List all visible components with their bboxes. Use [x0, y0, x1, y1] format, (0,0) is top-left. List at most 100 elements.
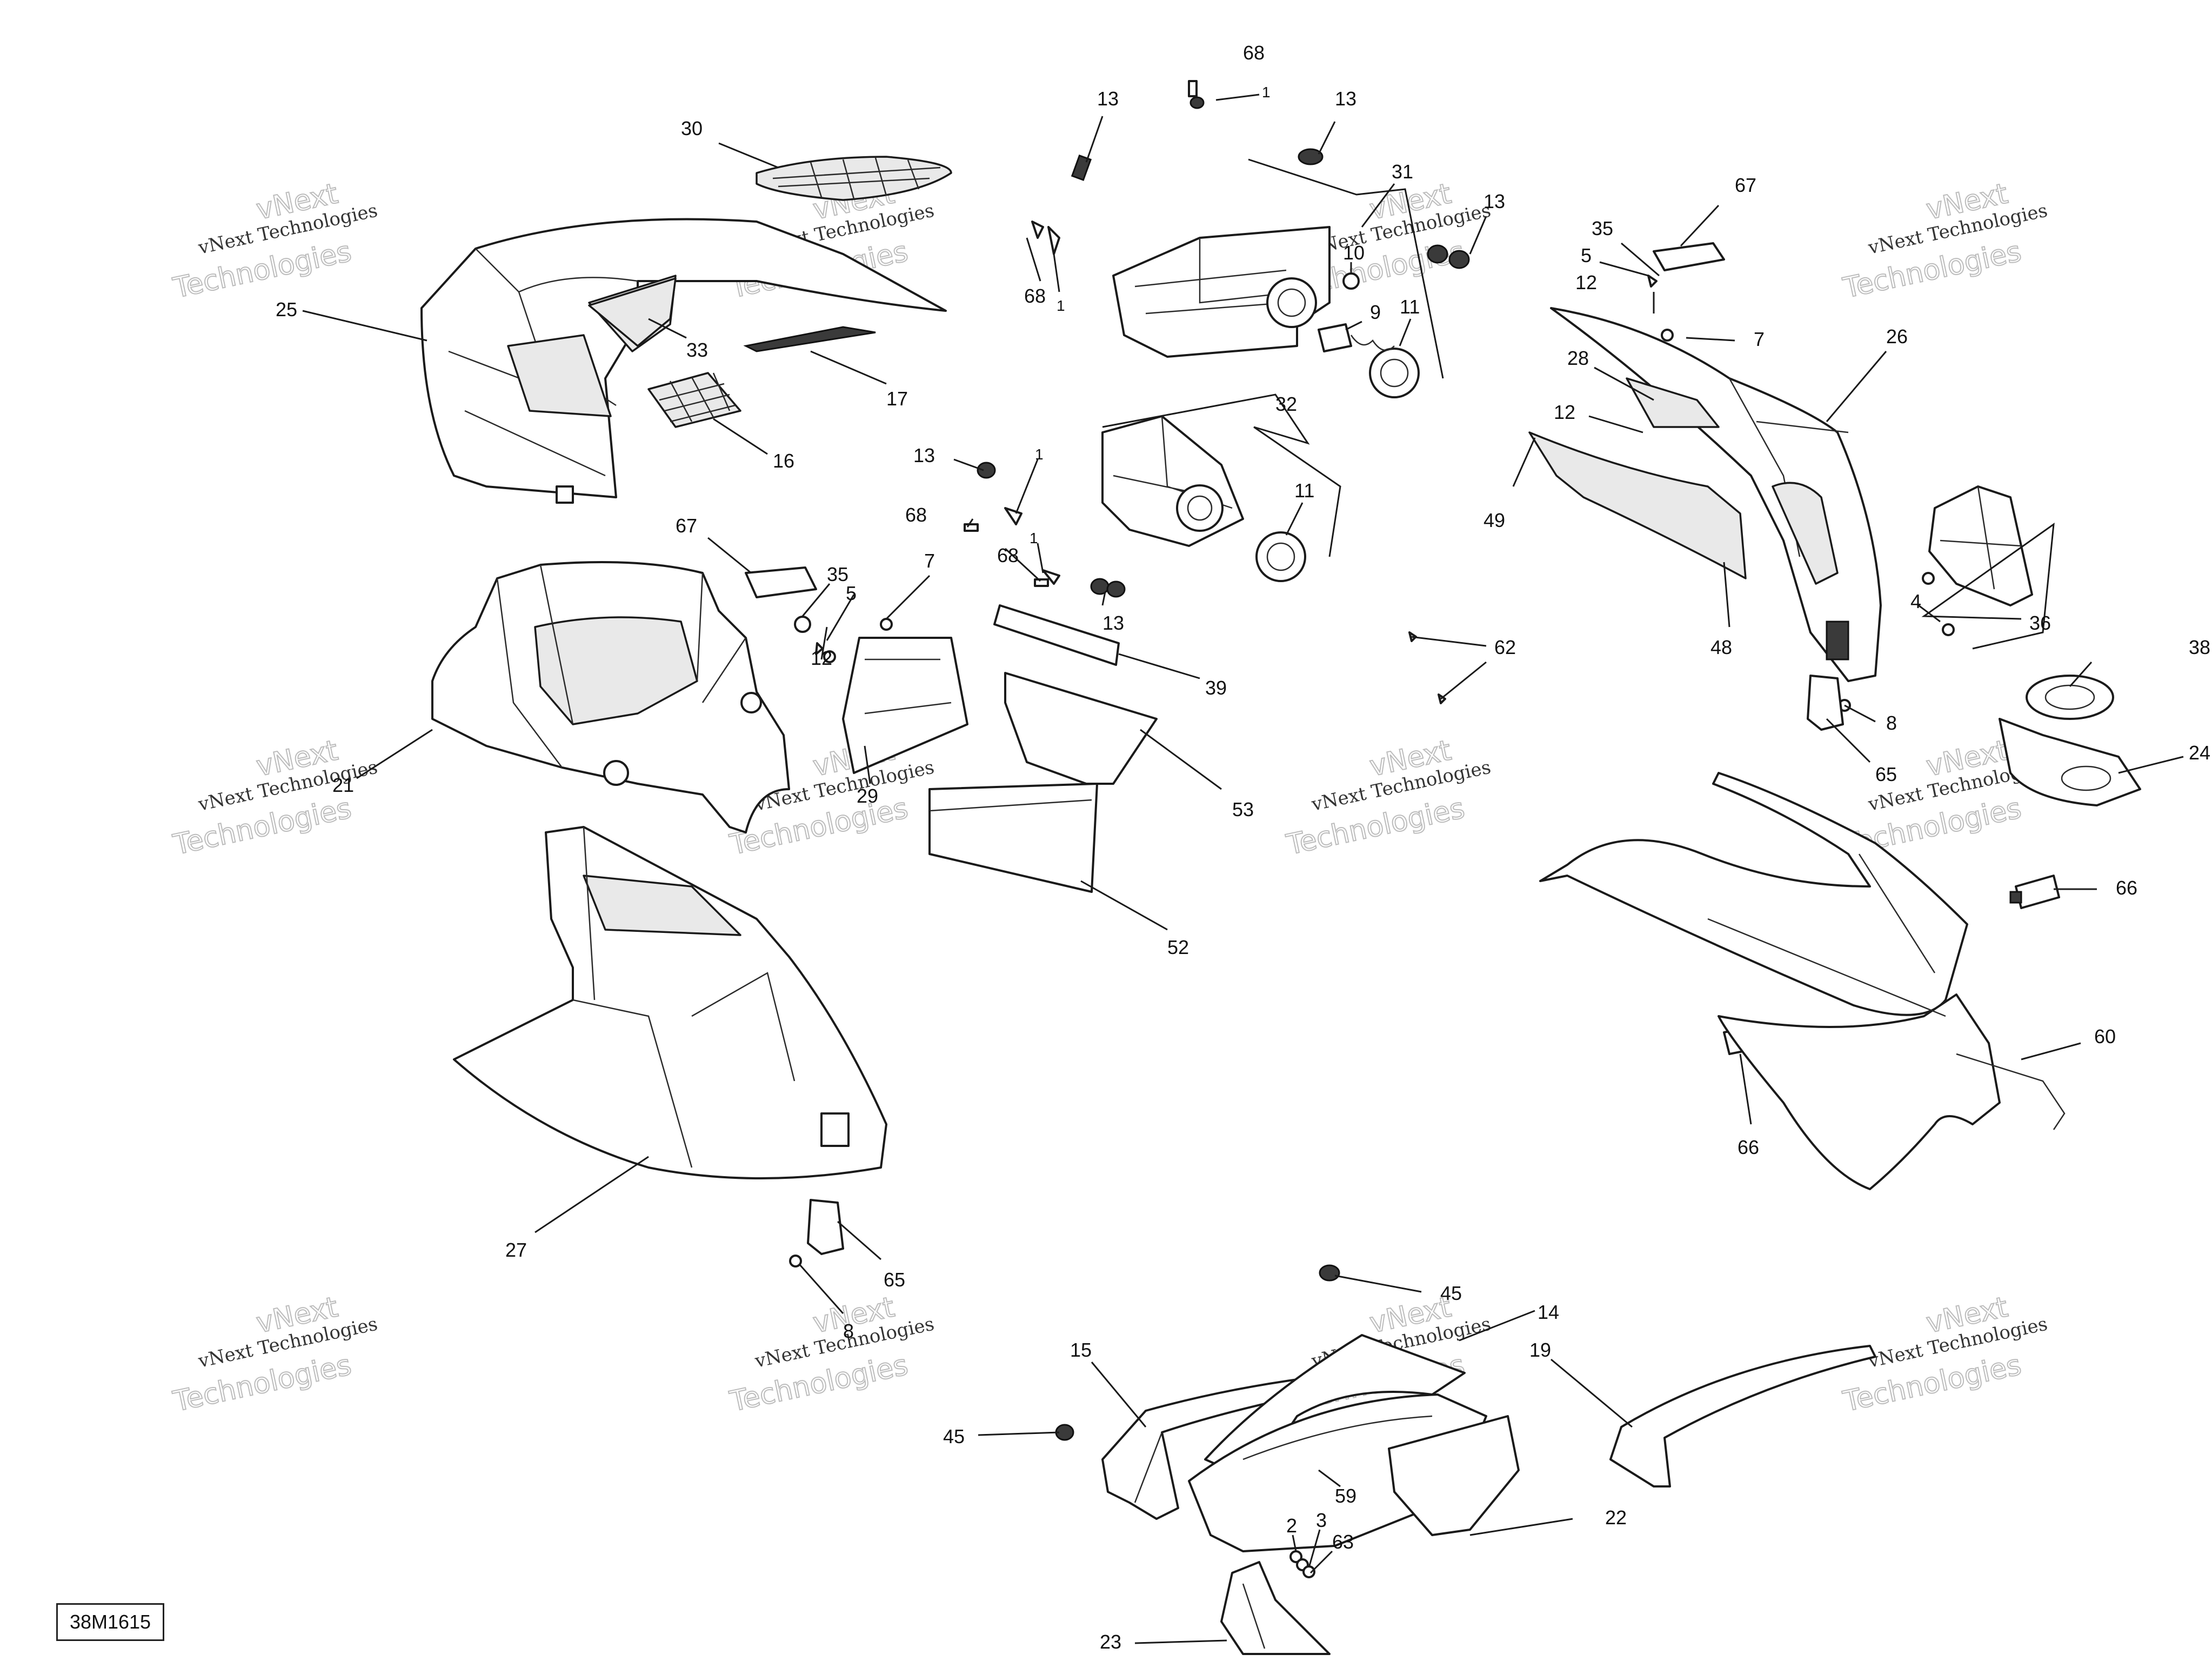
part-headlight-32 — [1101, 415, 1244, 547]
callout-16: 16 — [773, 450, 794, 472]
callout-67: 67 — [676, 515, 697, 537]
callout-13: 13 — [1335, 88, 1356, 110]
part-bumper-19 — [1609, 1345, 1876, 1487]
callout-8: 8 — [843, 1320, 854, 1342]
part-bulb-9 — [1318, 323, 1395, 352]
callout-59: 59 — [1335, 1485, 1356, 1507]
callout-35: 35 — [827, 563, 848, 585]
callout-1: 1 — [1035, 446, 1044, 463]
callout-1: 1 — [1057, 297, 1065, 314]
part-headlight-31 — [1112, 226, 1331, 358]
callout-15: 15 — [1070, 1339, 1092, 1361]
callout-38: 38 — [2189, 636, 2210, 658]
callout-29: 29 — [857, 785, 878, 807]
callout-35: 35 — [1592, 217, 1613, 239]
callout-36: 36 — [2029, 612, 2051, 634]
parts-layer — [420, 80, 2141, 1655]
callout-28: 28 — [1567, 347, 1589, 369]
callout-65: 65 — [1875, 763, 1897, 785]
callout-13: 13 — [1097, 88, 1119, 110]
callout-13: 13 — [1102, 612, 1124, 634]
watermark-4: vNext vNext Technologies Technologies — [1840, 177, 2049, 305]
callout-66: 66 — [1737, 1136, 1759, 1158]
part-ring-11b — [1255, 531, 1306, 582]
callout-66: 66 — [2116, 877, 2137, 899]
callout-1: 1 — [1262, 84, 1271, 101]
callout-5: 5 — [846, 582, 857, 604]
callout-68: 68 — [1024, 285, 1046, 307]
leader-lines — [302, 94, 2184, 1644]
callout-24: 24 — [2189, 742, 2210, 764]
part-mesh-16 — [647, 372, 741, 428]
part-strip-39 — [993, 604, 1120, 666]
callout-10: 10 — [1343, 242, 1365, 264]
callout-22: 22 — [1605, 1506, 1627, 1529]
part-panel-49 — [1528, 431, 1747, 579]
part-ring-11a — [1369, 348, 1420, 398]
part-latch-65a — [1807, 675, 1844, 731]
callout-23: 23 — [1100, 1631, 1121, 1653]
callout-9: 9 — [1370, 301, 1381, 323]
part-trim-33 — [588, 277, 677, 347]
part-console-21 — [431, 561, 790, 833]
part-skid-22 — [1388, 1415, 1520, 1536]
watermark-10: vNext vNext Technologies Technologies — [726, 1290, 936, 1419]
part-bracket-29 — [842, 637, 968, 774]
callout-2: 2 — [1286, 1515, 1297, 1537]
callout-48: 48 — [1710, 636, 1732, 658]
callout-49: 49 — [1483, 509, 1505, 531]
watermark-9: vNext vNext Technologies Technologies — [170, 1290, 379, 1419]
part-clip-66a — [2009, 875, 2060, 909]
callout-17: 17 — [886, 388, 908, 410]
part-bracket-24 — [1999, 718, 2141, 806]
callout-63: 63 — [1332, 1531, 1354, 1553]
callout-68: 68 — [1243, 42, 1265, 64]
callout-25: 25 — [276, 298, 297, 321]
part-bottom-pan-60 — [1539, 772, 2066, 1190]
part-hood-25 — [420, 218, 947, 504]
callout-27: 27 — [505, 1239, 527, 1261]
callout-3: 3 — [1316, 1509, 1327, 1531]
part-panel-53 — [1004, 672, 1158, 785]
watermark-1: vNext vNext Technologies Technologies — [170, 177, 379, 305]
callout-19: 19 — [1529, 1339, 1551, 1361]
part-latch-65b — [807, 1199, 844, 1255]
callout-12: 12 — [1575, 271, 1597, 293]
callout-65: 65 — [884, 1269, 905, 1291]
callout-45: 45 — [943, 1425, 965, 1447]
callout-13: 13 — [1483, 190, 1505, 212]
callout-13: 13 — [913, 444, 935, 466]
part-side-panel-27 — [453, 826, 887, 1179]
callout-4: 4 — [1910, 590, 1921, 612]
callout-67: 67 — [1735, 174, 1756, 196]
callout-32: 32 — [1275, 393, 1297, 415]
part-handle-67a — [1653, 242, 1725, 271]
part-fasteners — [789, 80, 1955, 1578]
callout-52: 52 — [1167, 936, 1189, 958]
callout-11: 11 — [1400, 296, 1420, 318]
part-vent-mesh-30 — [756, 156, 952, 201]
callout-53: 53 — [1232, 798, 1254, 821]
part-guard-23 — [1220, 1561, 1331, 1655]
part-handle-67b — [745, 566, 817, 598]
callout-45: 45 — [1440, 1282, 1462, 1304]
part-panel-52 — [928, 783, 1098, 893]
callout-60: 60 — [2094, 1025, 2116, 1048]
callout-68: 68 — [905, 504, 927, 526]
callout-11: 11 — [1294, 479, 1314, 502]
part-taillight-36 — [1928, 485, 2033, 606]
callout-21: 21 — [332, 774, 354, 796]
callout-12: 12 — [811, 647, 832, 669]
callout-7: 7 — [924, 550, 935, 572]
callout-26: 26 — [1886, 325, 1908, 348]
callout-labels: 68 1 13 13 30 31 13 67 35 10 5 12 7 9 11… — [276, 42, 2210, 1653]
part-bracket-28 — [1626, 377, 1720, 428]
diagram-reference-code: 38M1615 — [56, 1603, 164, 1641]
callout-31: 31 — [1392, 161, 1413, 183]
watermark-7: vNext vNext Technologies Technologies — [1283, 733, 1493, 862]
callout-7: 7 — [1754, 328, 1765, 350]
part-grille-17 — [743, 326, 876, 352]
callout-8: 8 — [1886, 712, 1897, 734]
callout-62: 62 — [1494, 636, 1516, 658]
